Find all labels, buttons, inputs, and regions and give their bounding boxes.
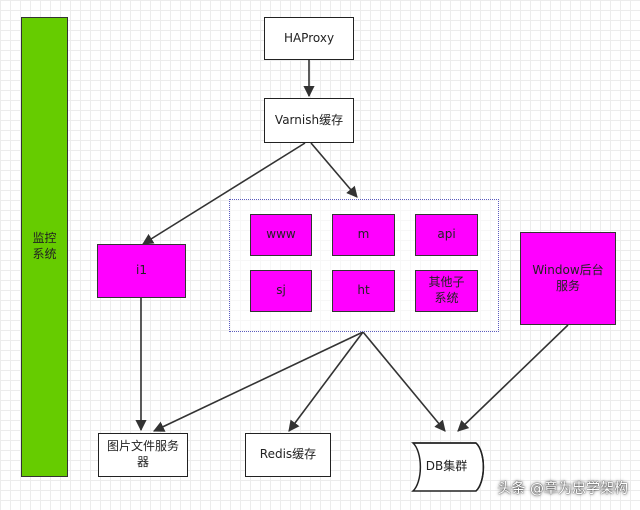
i1-node[interactable]: i1 — [97, 244, 186, 298]
redis-cache-label: Redis缓存 — [259, 447, 317, 462]
arrow-varnish-group — [310, 142, 358, 198]
watermark: 头条 @章为忠学架构 — [497, 481, 628, 497]
image-file-server-node[interactable]: 图片文件服务 器 — [98, 433, 188, 477]
other-subsystem-label: 其他子 系统 — [428, 275, 465, 305]
image-file-server-label: 图片文件服务 器 — [106, 439, 179, 469]
sj-label: sj — [276, 283, 286, 298]
haproxy-label: HAProxy — [283, 30, 335, 45]
api-node[interactable]: api — [415, 214, 478, 256]
i1-label: i1 — [136, 263, 147, 278]
arrow-group-redis — [288, 331, 364, 432]
db-cylinder-shape — [411, 442, 485, 492]
window-backend-service-label: Window后台 服务 — [532, 262, 604, 293]
www-node[interactable]: www — [250, 214, 312, 256]
redis-cache-node[interactable]: Redis缓存 — [245, 433, 331, 477]
ht-label: ht — [357, 283, 370, 298]
varnish-cache-label: Varnish缓存 — [274, 112, 344, 127]
other-subsystem-node[interactable]: 其他子 系统 — [415, 270, 478, 312]
arrow-window-db — [457, 324, 569, 432]
arrow-varnish-i1 — [142, 142, 306, 245]
monitoring-system-label: 监控 系统 — [32, 231, 57, 261]
monitoring-system-node[interactable]: 监控 系统 — [21, 17, 68, 477]
arrow-group-db — [362, 331, 446, 432]
www-label: www — [266, 227, 296, 242]
sj-node[interactable]: sj — [250, 270, 312, 312]
db-cluster-node[interactable]: DB集群 — [405, 443, 488, 491]
db-cluster-label: DB集群 — [425, 459, 468, 474]
m-label: m — [357, 227, 370, 242]
arrow-group-image-server — [152, 331, 364, 432]
haproxy-node[interactable]: HAProxy — [264, 17, 354, 60]
api-label: api — [437, 227, 456, 242]
m-node[interactable]: m — [332, 214, 395, 256]
ht-node[interactable]: ht — [332, 270, 395, 312]
window-backend-service-node[interactable]: Window后台 服务 — [520, 232, 616, 325]
varnish-cache-node[interactable]: Varnish缓存 — [264, 98, 354, 143]
